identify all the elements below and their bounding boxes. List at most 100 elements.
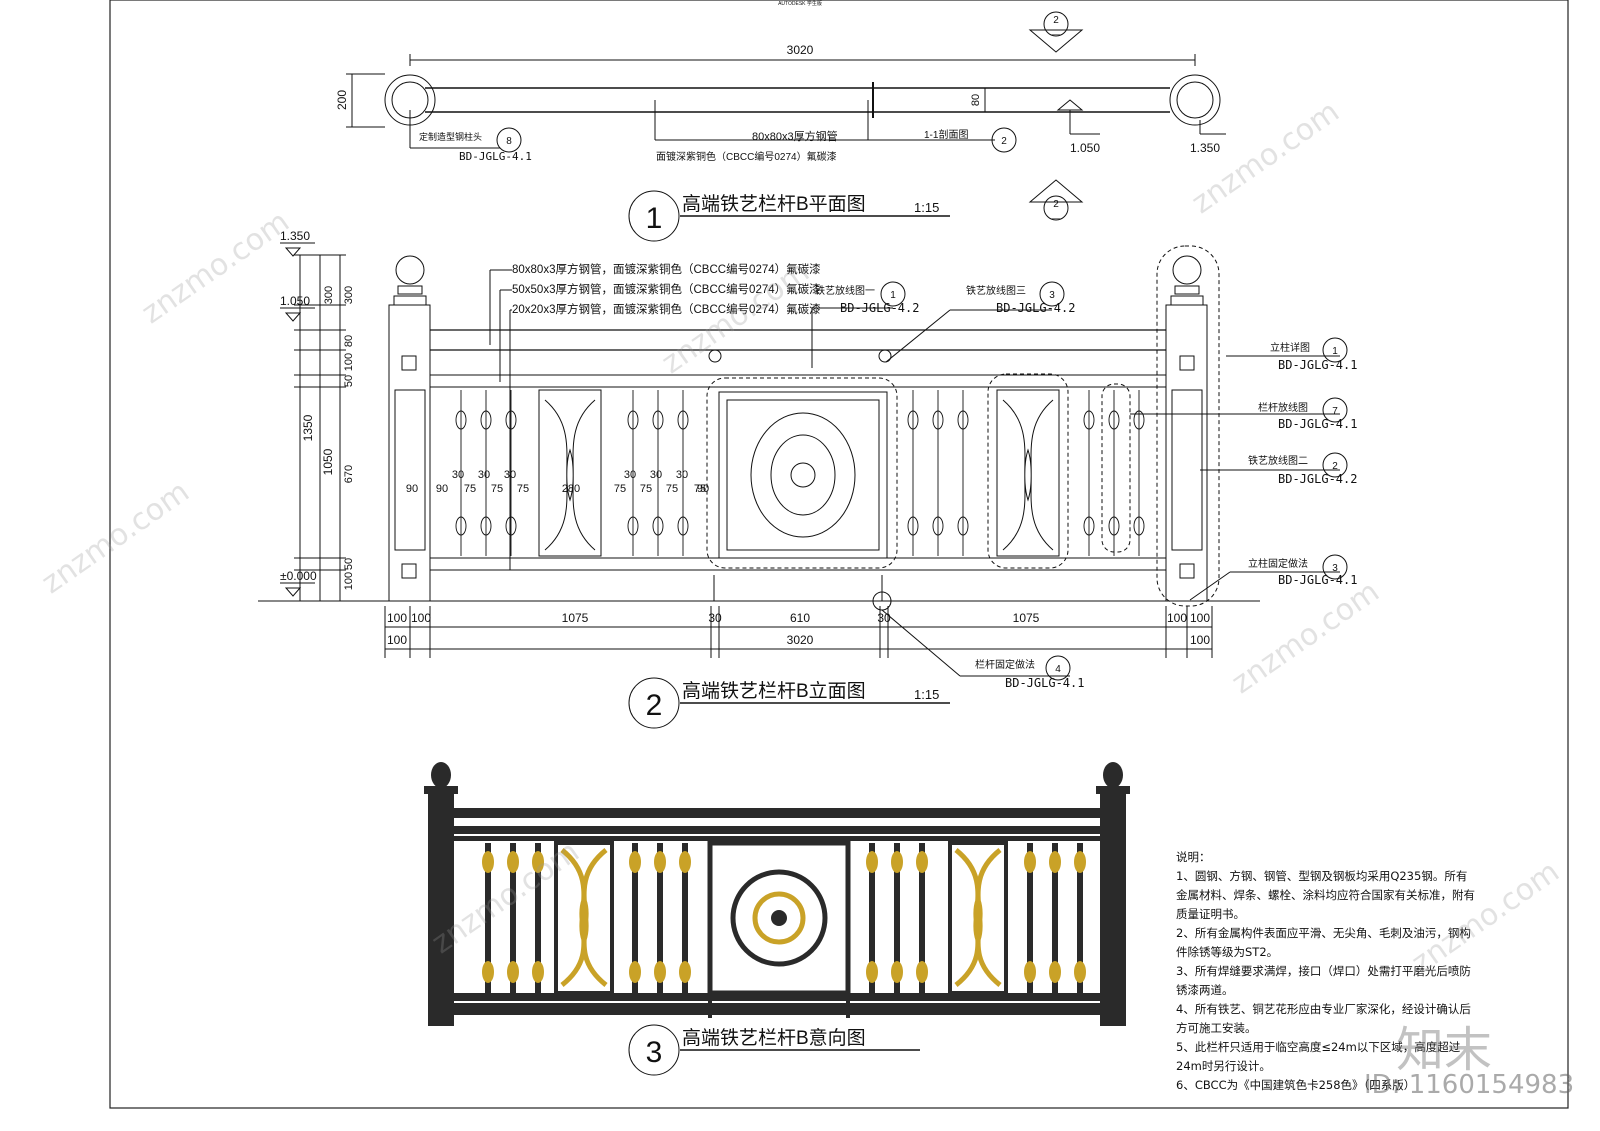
callout-1-code: BD-JGLG-4.2 [840, 301, 919, 315]
bottom-dim-label: 100 [387, 611, 407, 625]
brand-mark: 知末 [1396, 1022, 1493, 1078]
baluster-knuckle [652, 516, 664, 536]
render-title: 高端铁艺栏杆B意向图 [682, 1027, 866, 1049]
id-label: ID: 1160154983 [1364, 1070, 1575, 1100]
render-labels: 3 高端铁艺栏杆B意向图 [646, 1027, 866, 1069]
section-mark-bottom: 2 [1053, 199, 1059, 210]
render-baluster-collar [891, 851, 903, 873]
render-baluster [535, 843, 541, 993]
section-mark-top: 2 [1053, 15, 1059, 26]
render-baluster-collar [1074, 961, 1086, 983]
note-1: 1、圆钢、方钢、钢管、型钢及钢板均采用Q235钢。所有金属材料、焊条、螺栓、涂料… [1176, 869, 1475, 921]
elev-title-num: 2 [646, 689, 663, 722]
callout-1-label: 铁艺放线图一 [815, 284, 875, 297]
callout-3-code: BD-JGLG-4.1 [1278, 358, 1357, 372]
render-baluster-collar [654, 961, 666, 983]
elev-scale: 1:15 [914, 687, 939, 702]
dim-50: 50 [343, 375, 355, 387]
callout-1-num: 1 [890, 290, 896, 301]
baluster-knuckle [1083, 516, 1095, 536]
baluster-knuckle [455, 516, 467, 536]
post-ref-num: 8 [506, 136, 512, 147]
render-baluster [1027, 843, 1033, 993]
callout-5-num: 2 [1332, 461, 1338, 472]
plan-title: 高端铁艺栏杆B平面图 [682, 193, 866, 215]
callout-6-num: 3 [1332, 563, 1338, 574]
callout-6-label: 立柱固定做法 [1248, 557, 1308, 570]
bottom-dim-label: 610 [790, 611, 810, 625]
inner-dim-label: 75 [640, 483, 652, 495]
elevation-view [258, 242, 1348, 729]
baluster-knuckle [1108, 516, 1120, 536]
baluster-knuckle [677, 516, 689, 536]
plan-scale: 1:15 [914, 200, 939, 215]
baluster-knuckle [1083, 410, 1095, 430]
render-baluster-collar [629, 961, 641, 983]
baluster-knuckle [652, 410, 664, 430]
baluster-knuckle [1133, 516, 1145, 536]
baluster-knuckle [505, 410, 517, 430]
render-baluster [657, 843, 663, 993]
note-5: 5、此栏杆只适用于临空高度≤24m以下区域，高度超过24m时另行设计。 [1176, 1040, 1461, 1073]
paint-note: 面镀深紫铜色（CBCC编号0274）氟碳漆 [656, 150, 837, 163]
baluster-knuckle [480, 410, 492, 430]
inner-dim-label: 30 [624, 469, 636, 481]
inner-dim-label: 30 [504, 469, 516, 481]
inner-dim-label: 30 [650, 469, 662, 481]
dim-300-b: 300 [343, 286, 355, 304]
render-baluster [632, 843, 638, 993]
bottom-dim-label: 100 [1190, 633, 1210, 647]
pipe-note-50: 50x50x3厚方钢管，面镀深紫铜色（CBCC编号0274）氟碳漆 [512, 282, 821, 296]
pipe-note-20: 20x20x3厚方钢管，面镀深紫铜色（CBCC编号0274）氟碳漆 [512, 302, 821, 316]
elev-level-base: ±0.000 [280, 569, 317, 583]
render-baluster-collar [507, 851, 519, 873]
render-baluster-collar [679, 961, 691, 983]
bottom-dim-label: 100 [1167, 611, 1187, 625]
inner-dim-label: 90 [436, 483, 448, 495]
inner-dim-label: 30 [478, 469, 490, 481]
render-baluster [869, 843, 875, 993]
section-ref-num: 2 [1001, 136, 1007, 147]
section-note: 1-1剖面图 [924, 128, 968, 141]
baluster-knuckle [1133, 410, 1145, 430]
sheet-border [109, 0, 1569, 1109]
render-baluster-collar [507, 961, 519, 983]
baluster-knuckle [505, 516, 517, 536]
render-baluster-collar [916, 961, 928, 983]
inner-dim-label: 30 [452, 469, 464, 481]
render-baluster-collar [654, 851, 666, 873]
pipe-note-80: 80x80x3厚方钢管，面镀深紫铜色（CBCC编号0274）氟碳漆 [512, 262, 821, 276]
callout-4-label: 栏杆放线图 [1258, 401, 1308, 414]
callout-2-label: 铁艺放线图三 [966, 284, 1026, 297]
render-title-num: 3 [646, 1036, 663, 1069]
callout-2-code: BD-JGLG-4.2 [996, 301, 1075, 315]
plan-labels: 3020 200 80 定制造型钢柱头 8 BD-JGLG-4.1 80x80x… [335, 15, 1220, 235]
baluster-knuckle [957, 410, 969, 430]
note-4: 4、所有铁艺、铜艺花形应由专业厂家深化，经设计确认后方可施工安装。 [1176, 1002, 1471, 1035]
render-baluster [919, 843, 925, 993]
inner-dim-label: 280 [562, 483, 580, 495]
render-view [424, 762, 1130, 1076]
baluster-knuckle [677, 410, 689, 430]
render-baluster-collar [679, 851, 691, 873]
render-baluster-collar [482, 851, 494, 873]
bottom-dim-label: 30 [708, 611, 722, 625]
inner-dim-label: 75 [517, 483, 529, 495]
callout-2-num: 3 [1049, 290, 1055, 301]
plan-pipe-dim: 80 [970, 94, 982, 106]
render-baluster-collar [1049, 851, 1061, 873]
callout-5-label: 铁艺放线图二 [1248, 454, 1308, 467]
dim-300-a: 300 [323, 286, 335, 304]
callout-3-num: 1 [1332, 346, 1338, 357]
plan-level-2: 1.350 [1190, 141, 1220, 155]
baluster-knuckle [627, 516, 639, 536]
baluster-knuckle [455, 410, 467, 430]
render-baluster-collar [866, 961, 878, 983]
inner-dim-label: 75 [491, 483, 503, 495]
render-baluster-collar [916, 851, 928, 873]
bottom-dim-label: 100 [411, 611, 431, 625]
render-baluster [485, 843, 491, 993]
callout-4-code: BD-JGLG-4.1 [1278, 417, 1357, 431]
callout-7-code: BD-JGLG-4.1 [1005, 676, 1084, 690]
